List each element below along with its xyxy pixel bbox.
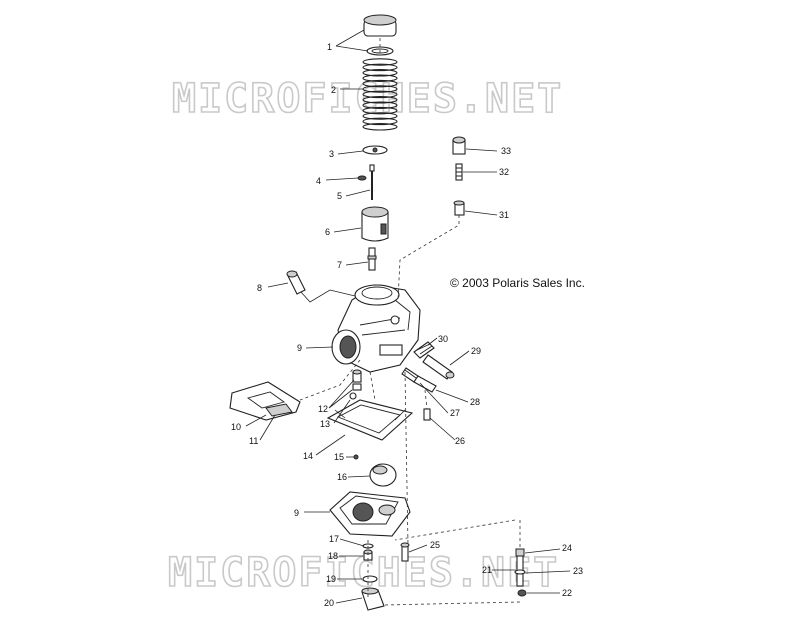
callout-16: 16 (337, 472, 347, 482)
spring-coil (362, 63, 398, 72)
part-26-jet (423, 408, 431, 421)
copyright-notice: © 2003 Polaris Sales Inc. (450, 276, 585, 290)
callout-4: 4 (316, 176, 321, 186)
part-5-needle (369, 164, 375, 200)
part-9-carburetor-body (331, 284, 421, 373)
part-9-float-bowl (329, 491, 411, 537)
part-8-cable-cap (286, 270, 356, 303)
part-23-ring (514, 569, 526, 575)
part-16-float (369, 463, 397, 487)
assembly-lines (299, 38, 521, 606)
callout-1: 1 (327, 42, 332, 52)
callout-2: 2 (331, 85, 336, 95)
part-33-adjuster-top (452, 136, 466, 155)
callout-labels: 1 2 3 4 5 6 7 8 9 10 11 12 13 14 15 16 9… (231, 42, 583, 608)
callout-10: 10 (231, 422, 241, 432)
callout-20: 20 (324, 598, 334, 608)
part-20-drain-plug (361, 587, 385, 611)
callout-3: 3 (329, 149, 334, 159)
callout-9-lower: 9 (294, 508, 299, 518)
part-12-jet (352, 369, 362, 391)
part-29-screw (422, 354, 455, 380)
spring-coil (362, 106, 398, 115)
part-11-gasket-tab (265, 403, 293, 417)
callout-5: 5 (337, 191, 342, 201)
part-7-needle-jet (367, 247, 377, 271)
spring-coil (362, 96, 398, 104)
part-6-slide (361, 206, 389, 242)
callout-25: 25 (430, 540, 440, 550)
leader-lines (245, 29, 571, 604)
part-3-plate (362, 145, 388, 155)
spring-coil (362, 90, 398, 99)
part-19-washer (362, 575, 378, 583)
part-1-cap (363, 14, 397, 56)
callout-7: 7 (337, 260, 342, 270)
callout-12: 12 (318, 404, 328, 414)
part-10-gasket (229, 381, 301, 421)
part-2-spring (362, 58, 398, 131)
spring-coil (362, 117, 398, 126)
part-28-spring (413, 375, 437, 393)
part-13-jet (349, 392, 357, 400)
callout-32: 32 (499, 167, 509, 177)
callout-18: 18 (328, 551, 338, 561)
callout-24: 24 (562, 543, 572, 553)
part-30-spring (413, 341, 435, 359)
spring-coil (362, 101, 398, 109)
callout-17: 17 (329, 534, 339, 544)
part-32-adjuster-spring (455, 163, 463, 181)
callout-22: 22 (562, 588, 572, 598)
callout-13: 13 (320, 419, 330, 429)
watermark-bottom: MICROFICHES.NET (168, 550, 559, 596)
callout-8: 8 (257, 283, 262, 293)
spring-coil (362, 58, 398, 66)
callout-14: 14 (303, 451, 313, 461)
callout-15: 15 (334, 452, 344, 462)
callout-6: 6 (325, 227, 330, 237)
part-22-screw (517, 589, 527, 597)
callout-31: 31 (499, 210, 509, 220)
callout-21: 21 (482, 565, 492, 575)
callout-9-upper: 9 (297, 343, 302, 353)
part-24-vent-cap (515, 548, 525, 557)
part-25-bolt (400, 542, 410, 562)
part-4-clip (357, 175, 367, 181)
callout-27: 27 (450, 408, 460, 418)
part-15-pin (353, 454, 359, 460)
callout-33: 33 (501, 146, 511, 156)
spring-coil (362, 112, 398, 120)
callout-23: 23 (573, 566, 583, 576)
callout-19: 19 (326, 574, 336, 584)
spring-coil (362, 79, 398, 88)
watermark-top: MICROFICHES.NET (172, 76, 563, 122)
part-31-adjuster-nut (453, 200, 465, 216)
callout-26: 26 (455, 436, 465, 446)
callout-11: 11 (249, 436, 258, 446)
part-14-bowl-gasket (326, 399, 414, 441)
callout-29: 29 (471, 346, 481, 356)
callout-28: 28 (470, 397, 480, 407)
spring-coil (362, 69, 398, 77)
spring-coil (362, 123, 398, 131)
callout-30: 30 (438, 334, 448, 344)
spring-coil (362, 74, 398, 82)
